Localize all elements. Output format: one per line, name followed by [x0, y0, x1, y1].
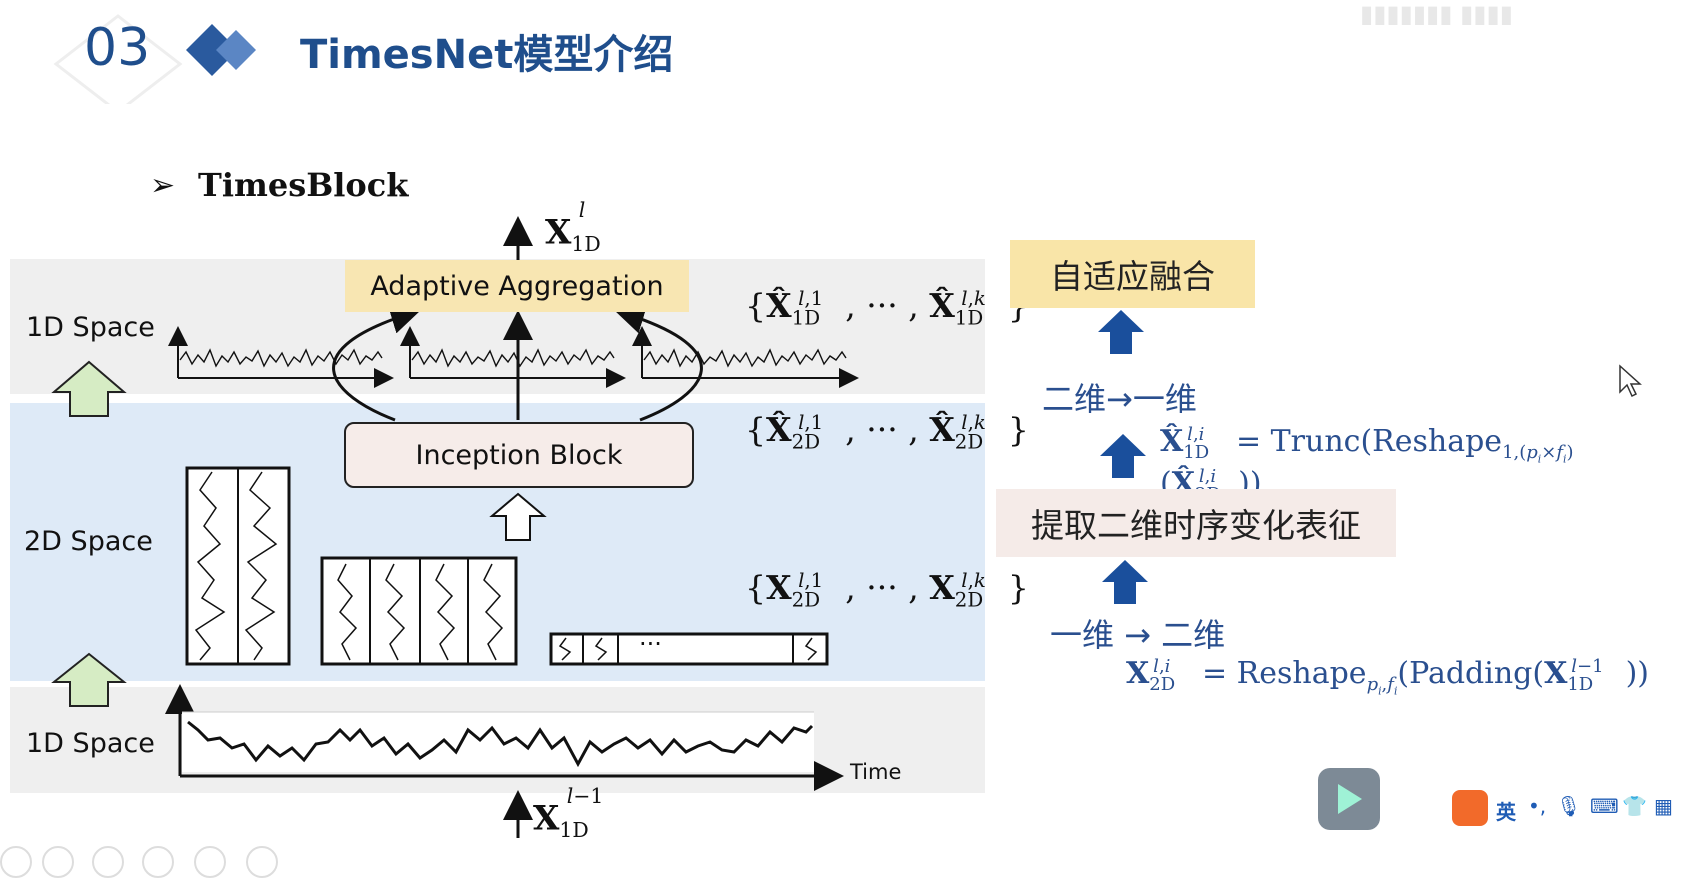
play-icon[interactable]	[42, 846, 74, 878]
set-1d-hat-label: {X̂1Dl,1, ··· , X̂1Dl,k}	[745, 286, 1029, 330]
adaptive-aggregation-box: Adaptive Aggregation	[345, 260, 689, 312]
set-2d-label: {X2Dl,1, ··· , X2Dl,k}	[745, 568, 1029, 612]
more-icon[interactable]	[246, 846, 278, 878]
watermark: ▮▮▮▮▮▮▮ ▮▮▮▮	[1360, 0, 1513, 28]
output-math-label: X1Dl	[545, 198, 601, 257]
green-up-arrow-upper-icon	[51, 360, 127, 417]
blue-up-arrow-1-icon	[1098, 310, 1144, 354]
tensor-2d-flat	[549, 632, 829, 666]
timesblock-diagram	[51, 216, 859, 838]
two-to-one-label: 二维→一维	[1042, 380, 1197, 418]
ime-grid-icon[interactable]: ▦	[1654, 794, 1673, 818]
input-math-label: X1Dl−1	[533, 784, 604, 843]
section-subtitle: TimesBlock	[198, 166, 409, 204]
blue-up-arrow-2-icon	[1100, 434, 1146, 478]
space-label-1d-bottom: 1D Space	[26, 728, 155, 759]
blue-up-arrow-3-icon	[1102, 560, 1148, 604]
mouse-cursor-icon	[1619, 364, 1642, 398]
space-label-2d: 2D Space	[24, 526, 153, 557]
tensor-2d-medium	[320, 556, 518, 666]
inception-block-box: Inception Block	[344, 422, 694, 488]
tensor-ellipsis: ···	[639, 630, 662, 658]
trunc-formula: X̂1Dl,i = Trunc(Reshape1,(pi×fi)(X̂2Dl,i…	[1160, 424, 1574, 505]
reshape-formula: X2Dl,i = Reshapepi,fi(Padding(X1Dl−1))	[1126, 656, 1649, 698]
series-1d-top-1	[168, 326, 394, 388]
bullet-icon: ➢	[150, 168, 176, 203]
time-axis-label: Time	[850, 760, 902, 784]
input-time-series	[165, 684, 844, 791]
hollow-up-arrow-icon	[489, 492, 547, 541]
series-1d-top-3	[632, 326, 859, 388]
ime-keyboard-icon[interactable]: ⌨	[1590, 794, 1619, 818]
zoom-icon[interactable]	[194, 846, 226, 878]
page-title: TimesNet模型介绍	[300, 32, 674, 78]
app-logo-icon[interactable]	[1318, 768, 1380, 830]
ime-logo-icon[interactable]	[1452, 790, 1488, 826]
ime-toolbar[interactable]: 英 •, 🎙 ⌨ 👕 ▦	[1450, 788, 1682, 828]
ime-language-toggle[interactable]: 英	[1496, 800, 1516, 824]
green-up-arrow-lower-icon	[51, 652, 127, 707]
double-diamond-icon	[186, 24, 256, 76]
space-label-1d-top: 1D Space	[26, 312, 155, 343]
ime-skin-icon[interactable]: 👕	[1622, 794, 1647, 818]
tensor-2d-tall	[185, 466, 291, 666]
series-1d-top-2	[400, 326, 626, 388]
ime-punct-icon[interactable]: •,	[1528, 794, 1547, 818]
pen-icon[interactable]	[92, 846, 124, 878]
ime-mic-icon[interactable]: 🎙	[1556, 794, 1582, 818]
set-2d-hat-label: {X̂2Dl,1, ··· , X̂2Dl,k}	[745, 410, 1029, 454]
extract-box: 提取二维时序变化表征	[996, 489, 1396, 557]
slide-number: 03	[84, 18, 151, 78]
prev-slide-icon[interactable]	[0, 846, 32, 878]
fusion-box: 自适应融合	[1010, 240, 1255, 308]
slides-grid-icon[interactable]	[142, 846, 174, 878]
one-to-two-label: 一维 → 二维	[1050, 616, 1226, 654]
